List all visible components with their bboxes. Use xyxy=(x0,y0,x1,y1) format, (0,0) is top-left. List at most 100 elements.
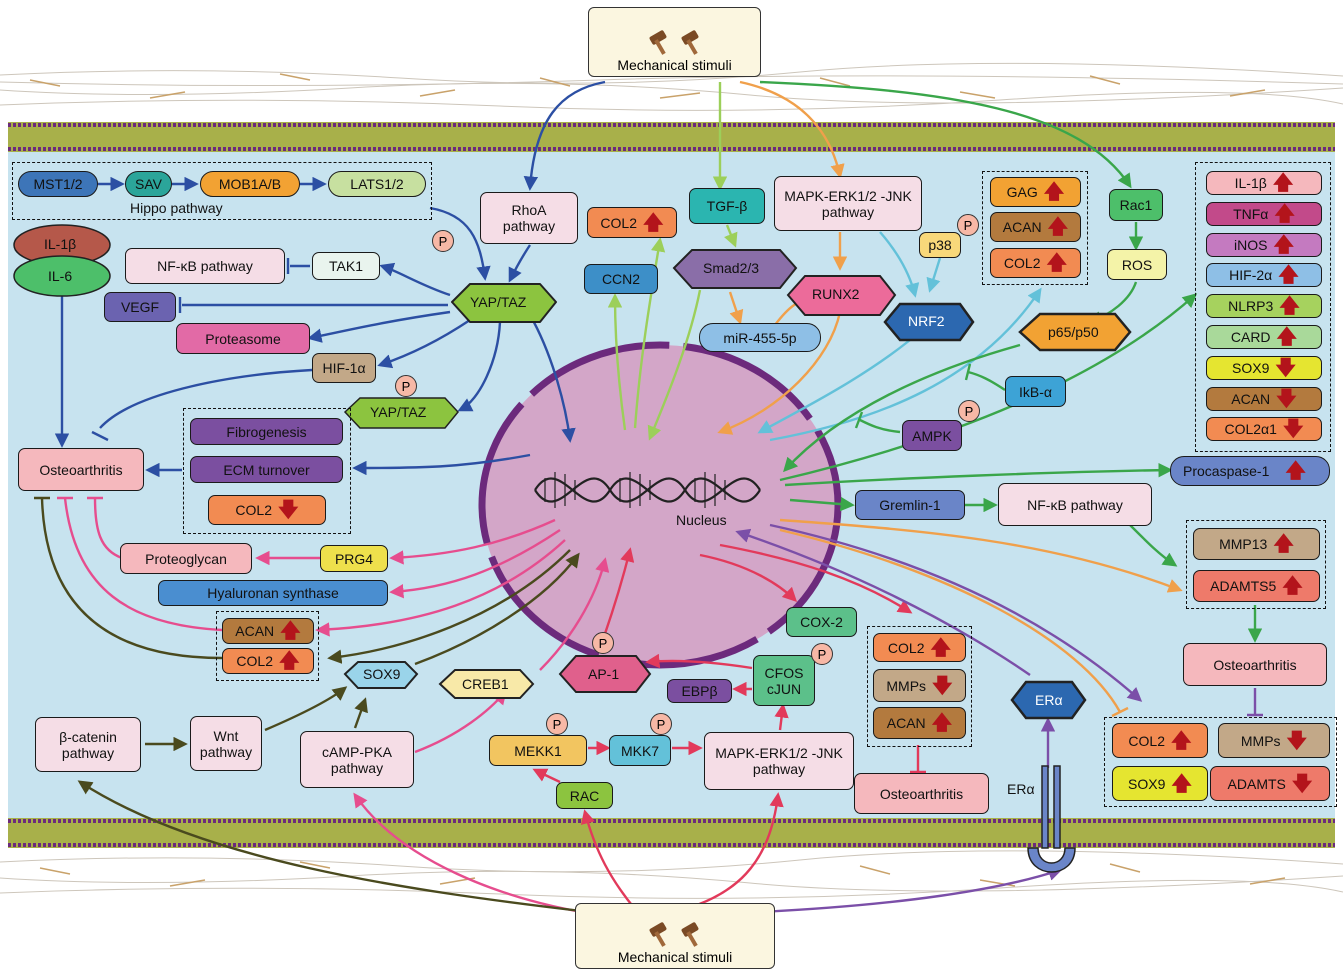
right-list-item: TNFα🡅 xyxy=(1206,201,1322,226)
nrf2-label: NRF2 xyxy=(908,313,945,329)
right-list-item: ACAN🡇 xyxy=(1206,386,1322,411)
node-cox2: COX-2 xyxy=(786,607,857,637)
runx2-shape xyxy=(786,275,897,316)
arrow-up-icon: 🡅 xyxy=(1043,181,1065,203)
inhibit-oa-mmps xyxy=(1247,688,1263,717)
ecm-effects-box xyxy=(183,408,351,534)
node-lats: LATS1/2 xyxy=(328,171,426,197)
ecm-bottom xyxy=(0,850,1343,899)
node-acan-left: ACAN🡅 xyxy=(222,618,314,644)
phospho-p: P xyxy=(650,713,672,735)
node-sox9-right: SOX9🡅 xyxy=(1112,766,1208,801)
arrow-yap-nucleus xyxy=(528,314,576,443)
arrow-nrf2-nucleus xyxy=(757,339,911,434)
arrow-mech-era xyxy=(759,866,1063,914)
right-list-item: SOX9🡇 xyxy=(1206,355,1322,380)
arrow-nucleus-mmp13 xyxy=(779,518,1183,593)
col2-label: COL2 xyxy=(600,214,637,231)
sox9-shape xyxy=(343,661,419,689)
inhibit-ikba-p65 xyxy=(964,363,1006,391)
arrow-nucleus-gremlin xyxy=(789,496,855,512)
arrow-rhoa-yap xyxy=(508,244,531,283)
phospho-p: P xyxy=(958,400,980,422)
node-gremlin: Gremlin-1 xyxy=(855,490,965,520)
adamts-label: ADAMTS xyxy=(1227,775,1286,792)
col2-label: COL2 xyxy=(1003,255,1041,271)
node-tak1: TAK1 xyxy=(312,252,380,280)
smad-shape xyxy=(672,249,798,289)
arrow-nucleus-gag xyxy=(769,287,1042,442)
arrow-smad-mir xyxy=(728,291,744,325)
right-list-item-label: iNOS xyxy=(1233,236,1268,253)
arrow-up-icon: 🡅 xyxy=(1046,252,1068,274)
arrow-up-icon: 🡅 xyxy=(643,211,664,234)
yaptaz-p-shape xyxy=(343,397,459,429)
node-osteoarthritis-left: Osteoarthritis xyxy=(18,448,144,491)
arrow-nucleus-col2box xyxy=(719,543,913,614)
arrow-up-icon: 🡅 xyxy=(1279,295,1300,318)
node-nfkb-left: NF-κB pathway xyxy=(125,248,285,284)
right-list-item: NLRP3🡅 xyxy=(1206,294,1322,319)
phospho-p: P xyxy=(432,230,454,252)
runx2-label: RUNX2 xyxy=(812,286,860,302)
arrow-down-icon: 🡇 xyxy=(1291,772,1313,795)
node-mir: miR-455-5p xyxy=(699,323,821,352)
gag-box xyxy=(982,171,1088,285)
node-rhoa: RhoA pathway xyxy=(480,192,578,244)
node-gag: GAG 🡅 xyxy=(990,177,1081,207)
arrow-nucleus-procaspase xyxy=(784,462,1173,487)
col2-label: COL2 xyxy=(887,639,925,656)
arrow-runx2-nucleus xyxy=(717,311,842,435)
inhibit-ampk-nucleus xyxy=(854,411,901,434)
arrow-nucleus-ccn2 xyxy=(607,293,627,431)
arrow-p38-nrf2 xyxy=(926,257,942,293)
arrow-mech-rhoa xyxy=(523,80,606,191)
gag-label: GAG xyxy=(1006,184,1038,200)
node-proteoglycan: Proteoglycan xyxy=(120,543,252,574)
hammer-icon xyxy=(678,921,704,947)
node-procaspase: Procaspase-1🡅 xyxy=(1170,456,1330,486)
node-fibrogenesis: Fibrogenesis xyxy=(190,418,343,445)
node-mkk7: MKK7 xyxy=(609,735,671,766)
node-hif1a: HIF-1α xyxy=(312,353,376,383)
arrow-era-nucleus xyxy=(735,528,1031,676)
arrow-down-icon: 🡇 xyxy=(278,499,299,521)
arrow-yap-hif xyxy=(377,319,471,369)
node-p38: p38 xyxy=(919,232,961,258)
inhibit-proteoglycan-oa xyxy=(87,496,123,560)
arrow-down-icon: 🡇 xyxy=(1282,418,1304,441)
arrow-nucleus-cox2 xyxy=(699,553,798,603)
hippo-pathway-box xyxy=(12,162,432,220)
arrow-up-icon: 🡅 xyxy=(1047,216,1069,238)
node-acan-gag: ACAN🡅 xyxy=(990,212,1081,242)
node-col2-top: COL2 🡅 xyxy=(587,207,677,238)
sox9-label: SOX9 xyxy=(363,666,401,682)
arrow-up-icon: 🡅 xyxy=(1273,533,1294,555)
arrow-creb1-nucleus xyxy=(539,557,610,671)
era-label: ERα xyxy=(1035,692,1063,708)
arrow-rac-mekk1 xyxy=(532,768,561,784)
right-list-item: CARD🡅 xyxy=(1206,325,1322,349)
arrow-down-icon: 🡇 xyxy=(1276,387,1297,410)
arrow-up-icon: 🡅 xyxy=(280,620,301,642)
node-adamts: ADAMTS 🡇 xyxy=(1210,766,1330,801)
node-col2-gag: COL2 🡅 xyxy=(990,248,1081,278)
arrow-nucleus-ecm xyxy=(352,453,531,476)
hammer-icons xyxy=(646,921,704,947)
inhibit-acan-oa xyxy=(57,496,223,632)
arrow-up-icon: 🡅 xyxy=(1282,575,1303,597)
phospho-p: P xyxy=(957,214,979,236)
right-list-item: IL-1β🡅 xyxy=(1206,171,1322,195)
creb1-shape xyxy=(438,669,535,699)
arrow-mapk-nrf2 xyxy=(879,231,920,298)
arrow-mech-rac1 xyxy=(759,80,1132,189)
membrane-bottom xyxy=(8,818,1335,848)
mmps-label: MMPs xyxy=(1240,732,1281,749)
phospho-p: P xyxy=(811,643,833,665)
node-ecm-turnover: ECM turnover xyxy=(190,456,343,483)
mechanical-label: Mechanical stimuli xyxy=(617,57,732,73)
node-mapk-top: MAPK-ERK1/2 -JNK pathway xyxy=(774,176,922,231)
inhibit-tak1-nfkb xyxy=(286,258,310,274)
node-ikba: IkB-α xyxy=(1005,376,1066,407)
